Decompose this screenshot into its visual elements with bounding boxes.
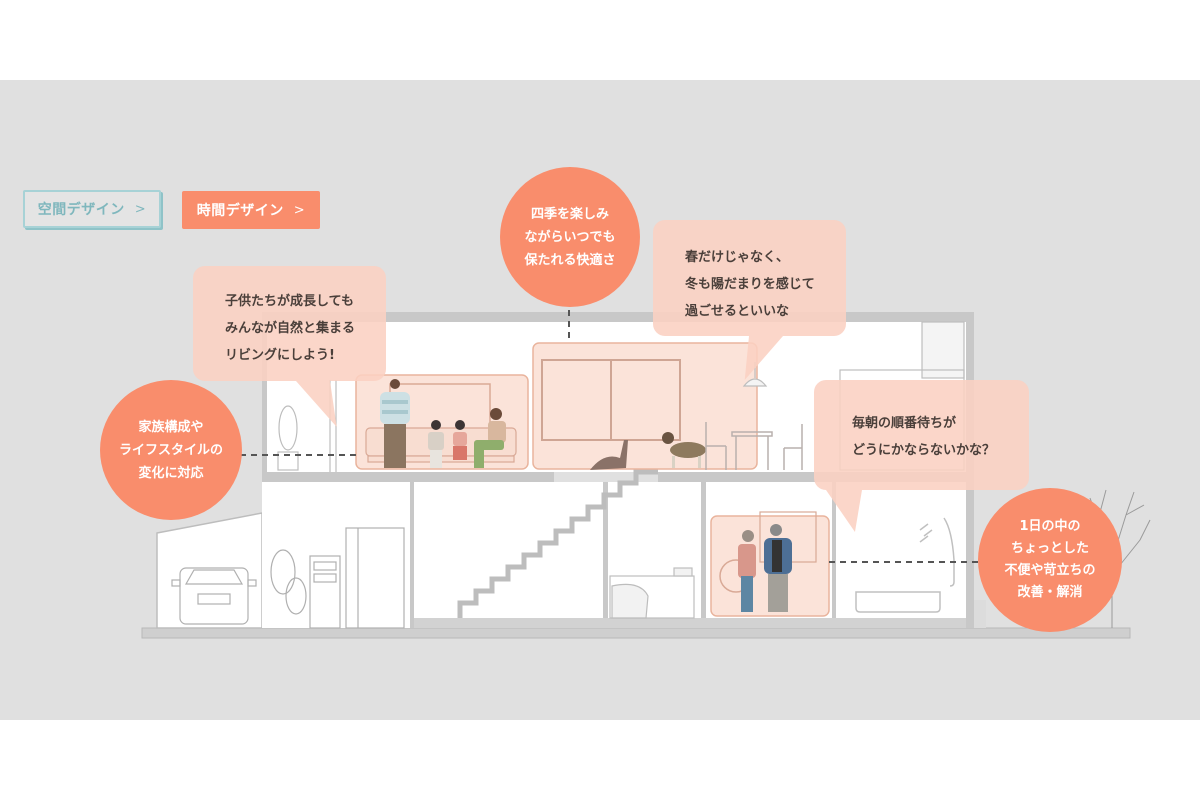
tab-time-design-label: 時間デザイン: [196, 203, 284, 219]
bubble-line: 冬も陽だまりを感じて: [685, 277, 815, 292]
circle-line: 家族構成や: [138, 419, 204, 435]
bubble-line: 子供たちが成長しても: [225, 294, 354, 309]
bubble-line: リビングにしよう!: [225, 348, 335, 363]
circle-line: 変化に対応: [138, 465, 204, 481]
bubble-line: 過ごせるといいな: [685, 304, 790, 319]
chevron-right-icon: >: [293, 202, 306, 218]
circle-line: 保たれる快適さ: [524, 252, 616, 268]
tab-time-design[interactable]: 時間デザイン >: [182, 191, 320, 229]
circle-line: 1日の中の: [1019, 519, 1081, 534]
theme-circle-family-change: 家族構成や ライフスタイルの 変化に対応: [100, 380, 242, 520]
tab-space-design-label: 空間デザイン: [37, 202, 125, 218]
chevron-right-icon: >: [134, 201, 147, 217]
theme-circle-comfort: 四季を楽しみ ながらいつでも 保たれる快適さ: [500, 167, 640, 307]
speech-bubble-morning: 毎朝の順番待ちが どうにかならないかな？: [814, 380, 1029, 532]
circle-line: 不便や苛立ちの: [1004, 563, 1096, 578]
circle-line: ライフスタイルの: [118, 442, 223, 458]
bubble-line: 春だけじゃなく、: [685, 250, 790, 265]
tab-space-design[interactable]: 空間デザイン >: [23, 190, 161, 228]
theme-circle-daily-improvement: 1日の中の ちょっとした 不便や苛立ちの 改善・解消: [978, 488, 1122, 632]
speech-bubble-winter: 春だけじゃなく、 冬も陽だまりを感じて 過ごせるといいな: [653, 220, 846, 380]
circle-line: 改善・解消: [1017, 585, 1083, 600]
bubble-line: どうにかならないかな？: [852, 443, 996, 458]
circle-line: ながらいつでも: [524, 229, 616, 245]
bubble-line: 毎朝の順番待ちが: [852, 416, 957, 431]
circle-line: 四季を楽しみ: [530, 206, 609, 222]
speech-bubble-living: 子供たちが成長しても みんなが自然と集まる リビングにしよう!: [193, 266, 386, 427]
circle-line: ちょっとした: [1010, 541, 1089, 556]
bubble-line: みんなが自然と集まる: [225, 321, 356, 336]
